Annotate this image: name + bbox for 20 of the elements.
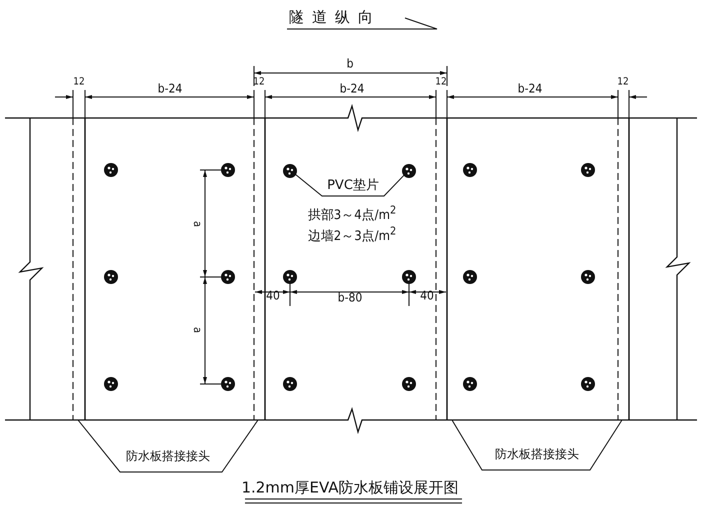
annotation-text: b-24 xyxy=(158,82,182,96)
annotation-text: b-80 xyxy=(338,291,362,305)
annotation-text: 12 xyxy=(617,76,629,88)
annotation-text: 边墙2～3点/m$^{2}$ xyxy=(308,226,396,244)
annotation-text: 拱部3～4点/m$^{2}$ xyxy=(308,204,396,224)
annotation-text: b xyxy=(346,57,354,71)
annotation-text: 12 xyxy=(253,76,265,88)
annotation-text: b-24 xyxy=(518,82,542,96)
callout-text: PVC垫片 xyxy=(320,177,386,196)
leader-line xyxy=(294,174,354,196)
direction-label: 隧道纵向 xyxy=(289,8,381,26)
annotation-text: 12 xyxy=(73,76,85,88)
dimension-text: a xyxy=(190,326,204,334)
annotation-text: b-24 xyxy=(340,82,364,96)
dimension-text: a xyxy=(190,220,204,228)
drawing-title: 1.2mm厚EVA防水板铺设展开图 xyxy=(241,478,459,498)
annotation-text: 12 xyxy=(435,76,447,88)
leader-line xyxy=(352,174,405,196)
callout-text: 防水板搭接接头 xyxy=(125,448,211,465)
callout-text: 防水板搭接接头 xyxy=(494,446,580,463)
